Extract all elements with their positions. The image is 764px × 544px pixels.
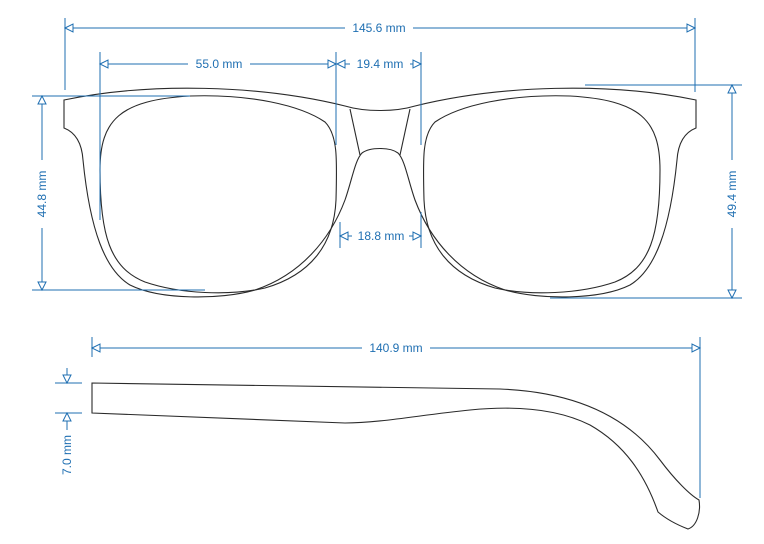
bridge-right-line [399, 108, 411, 156]
front-frame [63, 87, 697, 298]
dimension-lens-bridge: 55.0 mm 19.4 mm [98, 52, 423, 220]
dimension-total-width: 145.6 mm [63, 18, 697, 92]
label-frame-height: 49.4 mm [725, 171, 739, 218]
label-bridge-width: 19.4 mm [357, 57, 404, 71]
right-lens [422, 95, 661, 294]
dimension-frame-height: 49.4 mm [550, 83, 742, 300]
label-temple-thickness: 7.0 mm [60, 435, 74, 475]
label-temple-length: 140.9 mm [369, 341, 422, 355]
frame-outline [63, 87, 697, 298]
label-nose-width: 18.8 mm [358, 229, 405, 243]
bridge-left-line [349, 108, 361, 156]
dimension-temple-thickness: 7.0 mm [55, 368, 82, 475]
label-lens-width: 55.0 mm [196, 57, 243, 71]
dimension-lens-height: 44.8 mm [32, 94, 205, 292]
label-lens-height: 44.8 mm [35, 171, 49, 218]
dimension-temple-length: 140.9 mm [90, 337, 702, 498]
label-total-width: 145.6 mm [352, 21, 405, 35]
temple-arm [91, 382, 701, 530]
dimension-nose-width: 18.8 mm [338, 212, 423, 248]
